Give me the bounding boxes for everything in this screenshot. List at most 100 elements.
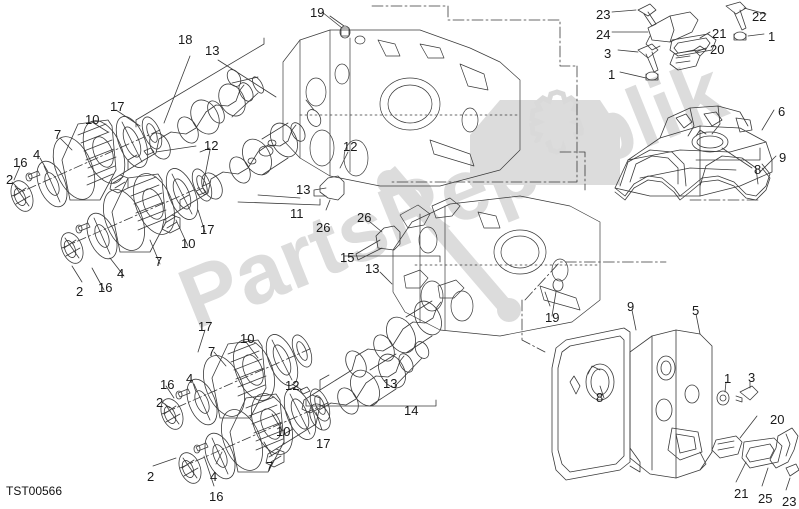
leader-16a	[13, 165, 21, 181]
callout-10: 10	[85, 112, 100, 127]
callout-21: 21	[712, 26, 727, 41]
callout-2: 2	[156, 395, 164, 410]
plug-19-top	[321, 11, 351, 39]
leader-16c	[165, 385, 175, 399]
callout-20: 20	[710, 42, 725, 57]
leader-4b	[109, 257, 125, 277]
bracket-11	[237, 198, 321, 206]
leader-7a	[59, 137, 73, 151]
callout-16: 16	[98, 280, 113, 295]
callout-13: 13	[296, 182, 311, 197]
bracket-25-bottom	[769, 427, 799, 469]
callout-3: 3	[748, 370, 756, 385]
leader-10d	[271, 413, 283, 431]
leader-4a	[39, 157, 49, 173]
callout-16: 16	[209, 489, 224, 504]
leader-13-lower	[379, 271, 393, 285]
callout-19: 19	[310, 5, 325, 20]
stud-26-upper	[313, 175, 345, 211]
leader-4c	[191, 379, 197, 393]
gasket-21-bottom	[741, 437, 783, 469]
bolt-3-bottom	[735, 385, 759, 403]
cam-cover-5	[629, 329, 713, 479]
bolt-23-top	[637, 3, 657, 27]
washer-1-top-b	[645, 71, 659, 81]
callout-4: 4	[210, 469, 218, 484]
callout-6: 6	[778, 104, 786, 119]
callout-21: 21	[734, 486, 749, 501]
callout-12: 12	[285, 378, 300, 393]
callout-17: 17	[316, 436, 331, 451]
leader-2c	[161, 401, 171, 409]
bracket-15	[343, 255, 441, 263]
leader-12b	[339, 151, 349, 169]
camshaft-upper	[109, 76, 264, 194]
key-12-mid	[195, 187, 207, 196]
leader-19-bottom	[544, 291, 551, 307]
diagram-code: TST00566	[6, 484, 63, 498]
callout-18: 18	[178, 32, 193, 47]
callout-9: 9	[627, 299, 635, 314]
leader-17a	[115, 109, 141, 127]
leader-12c	[291, 383, 303, 391]
gasket-9-bottom	[551, 327, 631, 481]
callout-16: 16	[160, 377, 175, 392]
valve-cover-assembly	[614, 105, 773, 197]
leader-3	[617, 49, 639, 53]
callout-10: 10	[240, 331, 255, 346]
connector-20-top	[669, 45, 707, 71]
callout-8: 8	[754, 162, 762, 177]
callout-7: 7	[266, 459, 274, 474]
callout-12: 12	[343, 139, 358, 154]
leader-8-bottom	[599, 385, 605, 399]
gasket-9-top	[614, 147, 771, 201]
callout-1: 1	[724, 371, 732, 386]
leader-5	[695, 313, 701, 335]
callout-20: 20	[770, 412, 785, 427]
callout-17: 17	[198, 319, 213, 334]
leader-13-b	[394, 357, 423, 387]
bolt-23-bottom	[785, 463, 799, 477]
bolt-22-top	[725, 1, 747, 31]
callout-1: 1	[608, 67, 616, 82]
camshaft-third	[265, 353, 414, 468]
callout-2: 2	[147, 469, 155, 484]
callout-14: 14	[404, 403, 419, 418]
leader-21	[699, 31, 711, 39]
camshaft-second	[161, 122, 306, 234]
washer-1-top-a	[733, 31, 747, 41]
callout-7: 7	[208, 344, 216, 359]
callout-11: 11	[290, 206, 304, 221]
callout-4: 4	[33, 147, 41, 162]
leader-16d	[203, 455, 215, 487]
leader-7c	[213, 351, 227, 367]
leader-17d	[315, 411, 323, 431]
callout-24: 24	[596, 27, 611, 42]
seal-8-bottom	[585, 363, 615, 401]
leader-6	[761, 109, 775, 131]
washer-1-bottom	[716, 390, 730, 406]
callout-5: 5	[692, 303, 700, 318]
key-12-low	[299, 386, 311, 395]
callout-12: 12	[204, 138, 219, 153]
gear-stack-mid-left	[60, 168, 213, 264]
callout-13: 13	[365, 261, 380, 276]
leader-9-bottom	[631, 309, 637, 331]
leader-1b	[747, 33, 765, 37]
callout-13: 13	[205, 43, 220, 58]
leader-20	[695, 47, 707, 53]
rocker-arms	[399, 197, 465, 299]
leader-4d	[215, 451, 223, 465]
leader-2b	[71, 265, 83, 283]
leader-19-top	[329, 15, 345, 27]
callout-2: 2	[6, 172, 14, 187]
callout-23: 23	[782, 494, 797, 509]
callout-10: 10	[276, 424, 291, 439]
leader-10b	[175, 219, 189, 247]
leader-20-bottom	[739, 415, 758, 439]
seal-8-top	[691, 129, 729, 153]
callout-26: 26	[316, 220, 331, 235]
leader-17c	[197, 329, 206, 353]
